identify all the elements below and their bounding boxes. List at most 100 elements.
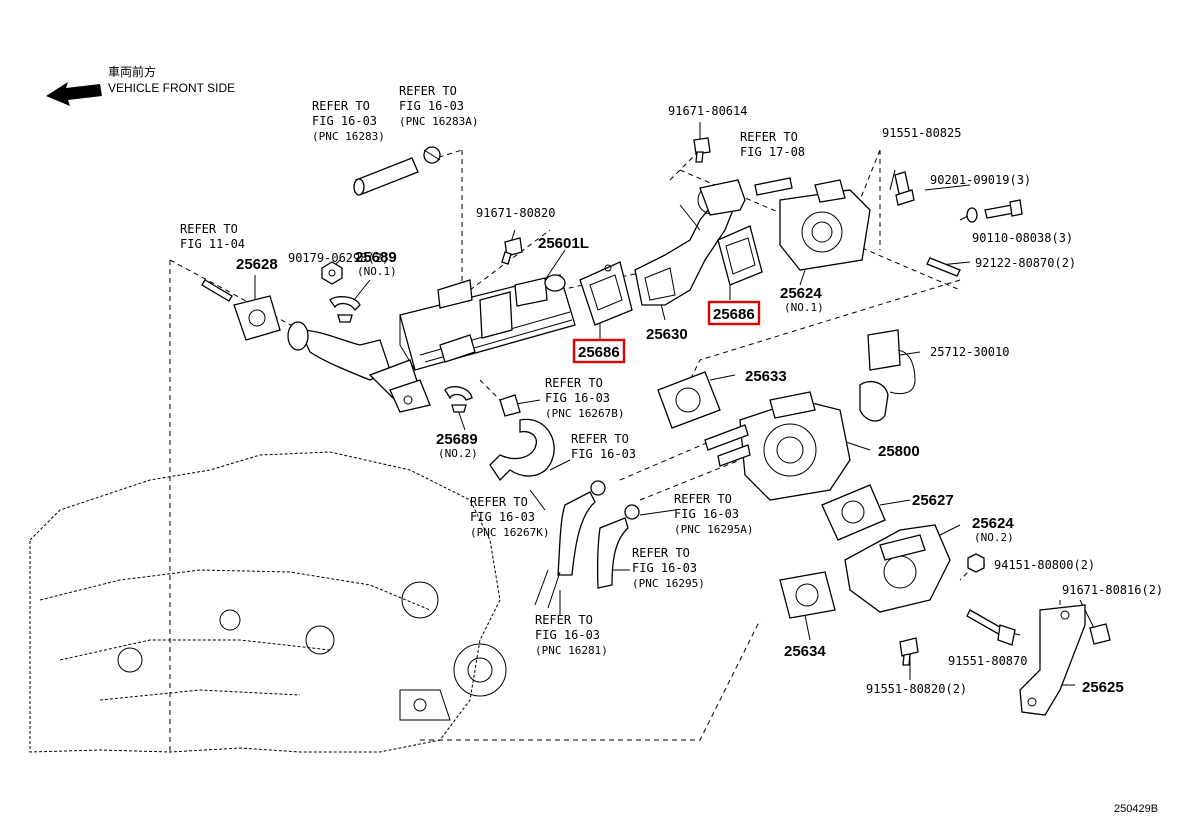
svg-text:REFER TO: REFER TO [470,495,528,509]
svg-text:REFER TO: REFER TO [180,222,238,236]
highlight-box-25686-left [572,338,626,364]
svg-text:REFER TO: REFER TO [535,613,593,627]
callout-25800: 25800 [878,443,920,460]
gasket-25633 [657,371,721,429]
svg-text:FIG 16-03: FIG 16-03 [632,561,697,575]
gasket-25686-right [717,225,763,286]
hose-clamp-16283a [423,146,441,164]
svg-text:(PNC 16295A): (PNC 16295A) [674,523,753,536]
sensor-25712 [859,329,916,422]
svg-text:REFER TO: REFER TO [399,84,457,98]
egr-valve-25800 [704,391,851,501]
callout-25624-no2-sub: (NO.2) [974,531,1014,544]
bracket-25625 [1019,604,1086,716]
bolt-91551-80820 [899,637,919,666]
hose-16283 [353,157,419,196]
hose-clamp-16-03 [590,480,606,496]
callout-25633: 25633 [745,368,787,385]
svg-text:FIG 16-03: FIG 16-03 [535,628,600,642]
refer-16283: REFER TO FIG 16-03 (PNC 16283) [312,99,385,143]
nut-94151 [967,553,985,573]
svg-text:(PNC 16281): (PNC 16281) [535,644,608,657]
callout-25624-no2: 25624 [972,515,1014,532]
svg-text:FIG 16-03: FIG 16-03 [399,99,464,113]
callout-25634: 25634 [784,643,826,660]
callout-25689-no2: 25689 [436,431,478,448]
svg-text:FIG 11-04: FIG 11-04 [180,237,245,251]
svg-text:(PNC 16283A): (PNC 16283A) [399,115,478,128]
egr-pipe-25630 [634,179,746,306]
refer-16267b: REFER TO FIG 16-03 (PNC 16267B) [545,376,624,420]
svg-text:(PNC 16283): (PNC 16283) [312,130,385,143]
refer-16295a: REFER TO FIG 16-03 (PNC 16295A) [674,492,753,536]
gasket-25627 [821,484,886,541]
part-number-90110: 90110-08038(3) [972,231,1073,245]
bolt-91551-80825 [894,171,915,206]
left-arrow-icon [46,82,102,106]
callout-25628: 25628 [236,256,278,273]
stud-92122 [926,257,961,277]
gasket-25628 [233,295,281,341]
refer-fig-11-04: REFER TO FIG 11-04 [180,222,245,251]
callout-25686-right: 25686 [713,306,755,323]
svg-text:FIG 16-03: FIG 16-03 [674,507,739,521]
hose-16295 [596,517,629,589]
svg-text:REFER TO: REFER TO [312,99,370,113]
callout-25627: 25627 [912,492,954,509]
callout-25686-left: 25686 [578,344,620,361]
part-number-91671-80816: 91671-80816(2) [1062,583,1163,597]
orientation-japanese: 車両前方 [108,64,156,79]
washer-90201 [966,207,978,223]
svg-text:REFER TO: REFER TO [545,376,603,390]
part-number-92122: 92122-80870(2) [975,256,1076,270]
flange-25624-no1 [779,179,871,271]
callout-25624-no1: 25624 [780,285,822,302]
flange-25624-no2 [844,524,951,613]
part-number-91551-80825: 91551-80825 [882,126,961,140]
document-code: 250429B [1114,803,1158,815]
part-number-91551-80870: 91551-80870 [948,654,1027,668]
gasket-25686-left [579,261,633,326]
svg-text:REFER TO: REFER TO [632,546,690,560]
bolt-91671-80816 [1089,623,1111,645]
engine-block-outline [29,451,507,753]
callout-25625: 25625 [1082,679,1124,696]
svg-text:REFER TO: REFER TO [740,130,798,144]
svg-text:FIG 16-03: FIG 16-03 [571,447,636,461]
bolt-91671-80614 [693,137,711,163]
svg-text:FIG 17-08: FIG 17-08 [740,145,805,159]
part-number-91551-80820: 91551-80820(2) [866,682,967,696]
svg-text:REFER TO: REFER TO [674,492,732,506]
refer-fig-16-03: REFER TO FIG 16-03 [571,432,636,461]
callout-25601l: 25601L [538,235,589,252]
part-number-91671-80820: 91671-80820 [476,206,555,220]
orientation-indicator: 車両前方 VEHICLE FRONT SIDE [46,64,235,106]
refer-fig-17-08: REFER TO FIG 17-08 [740,130,805,159]
nut-90179 [321,261,343,285]
refer-16267k: REFER TO FIG 16-03 (PNC 16267K) [470,495,549,539]
refer-16295: REFER TO FIG 16-03 (PNC 16295) [632,546,705,590]
hose-16267k [489,418,555,482]
bolt-91551-80870 [966,609,1016,646]
callout-25689-no2-sub: (NO.2) [438,447,478,460]
clamp-25689-no2 [444,386,473,413]
hose-17-08 [754,177,793,196]
part-number-94151: 94151-80800(2) [994,558,1095,572]
hose-16267b [499,394,521,417]
bolt-90110 [984,199,1023,219]
callout-25624-no1-sub: (NO.1) [784,301,824,314]
svg-text:(PNC 16295): (PNC 16295) [632,577,705,590]
refer-16281: REFER TO FIG 16-03 (PNC 16281) [535,613,608,657]
svg-text:FIG 16-03: FIG 16-03 [470,510,535,524]
svg-text:FIG 16-03: FIG 16-03 [545,391,610,405]
bolt-91671-80820 [501,237,523,265]
egr-cooler-25601l [287,274,576,413]
hose-clamp-16295a [624,504,640,520]
svg-text:(PNC 16267B): (PNC 16267B) [545,407,624,420]
part-number-90201: 90201-09019(3) [930,173,1031,187]
orientation-english: VEHICLE FRONT SIDE [108,81,235,95]
part-number-90179: 90179-06298(2) [288,251,389,265]
clamp-25689-no1 [329,296,361,323]
highlight-box-25686-right [707,300,761,326]
